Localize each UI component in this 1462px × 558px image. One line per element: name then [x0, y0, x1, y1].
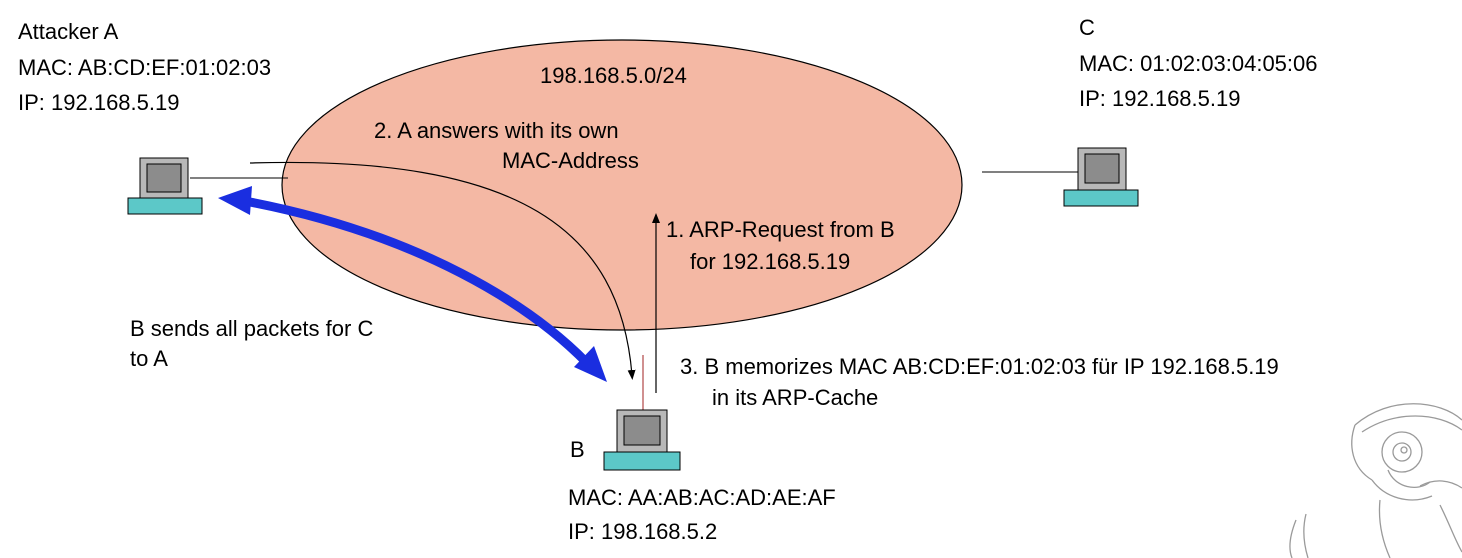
host-c-name: C [1079, 15, 1095, 40]
network-label: 198.168.5.0/24 [540, 63, 687, 88]
host-b-mac: MAC: AA:AB:AC:AD:AE:AF [568, 485, 836, 510]
host-b-ip: IP: 198.168.5.2 [568, 519, 718, 544]
host-c-computer-icon [1063, 147, 1139, 207]
host-c-mac: MAC: 01:02:03:04:05:06 [1079, 51, 1318, 76]
step3-line1: 3. B memorizes MAC AB:CD:EF:01:02:03 für… [680, 354, 1279, 379]
attacker-ip: IP: 192.168.5.19 [18, 90, 180, 115]
step2-line1: 2. A answers with its own [374, 118, 619, 143]
attacker-name: Attacker A [18, 19, 119, 44]
redirect-line1: B sends all packets for C [130, 316, 374, 341]
host-b-computer-icon [603, 409, 681, 471]
step1-line2: for 192.168.5.19 [690, 249, 851, 274]
host-b-name: B [570, 437, 585, 462]
host-c-ip: IP: 192.168.5.19 [1079, 86, 1241, 111]
attacker-computer-icon [127, 157, 203, 215]
attacker-mac: MAC: AB:CD:EF:01:02:03 [18, 55, 272, 80]
arp-reply-arrow [249, 161, 636, 380]
cartoon-mascot-icon [1289, 403, 1462, 558]
step2-line2: MAC-Address [502, 148, 639, 173]
step3-line2: in its ARP-Cache [712, 385, 879, 410]
redirect-line2: to A [130, 346, 168, 371]
redirect-arrow [218, 186, 607, 382]
network-ellipse [281, 39, 963, 331]
step1-line1: 1. ARP-Request from B [666, 217, 895, 242]
